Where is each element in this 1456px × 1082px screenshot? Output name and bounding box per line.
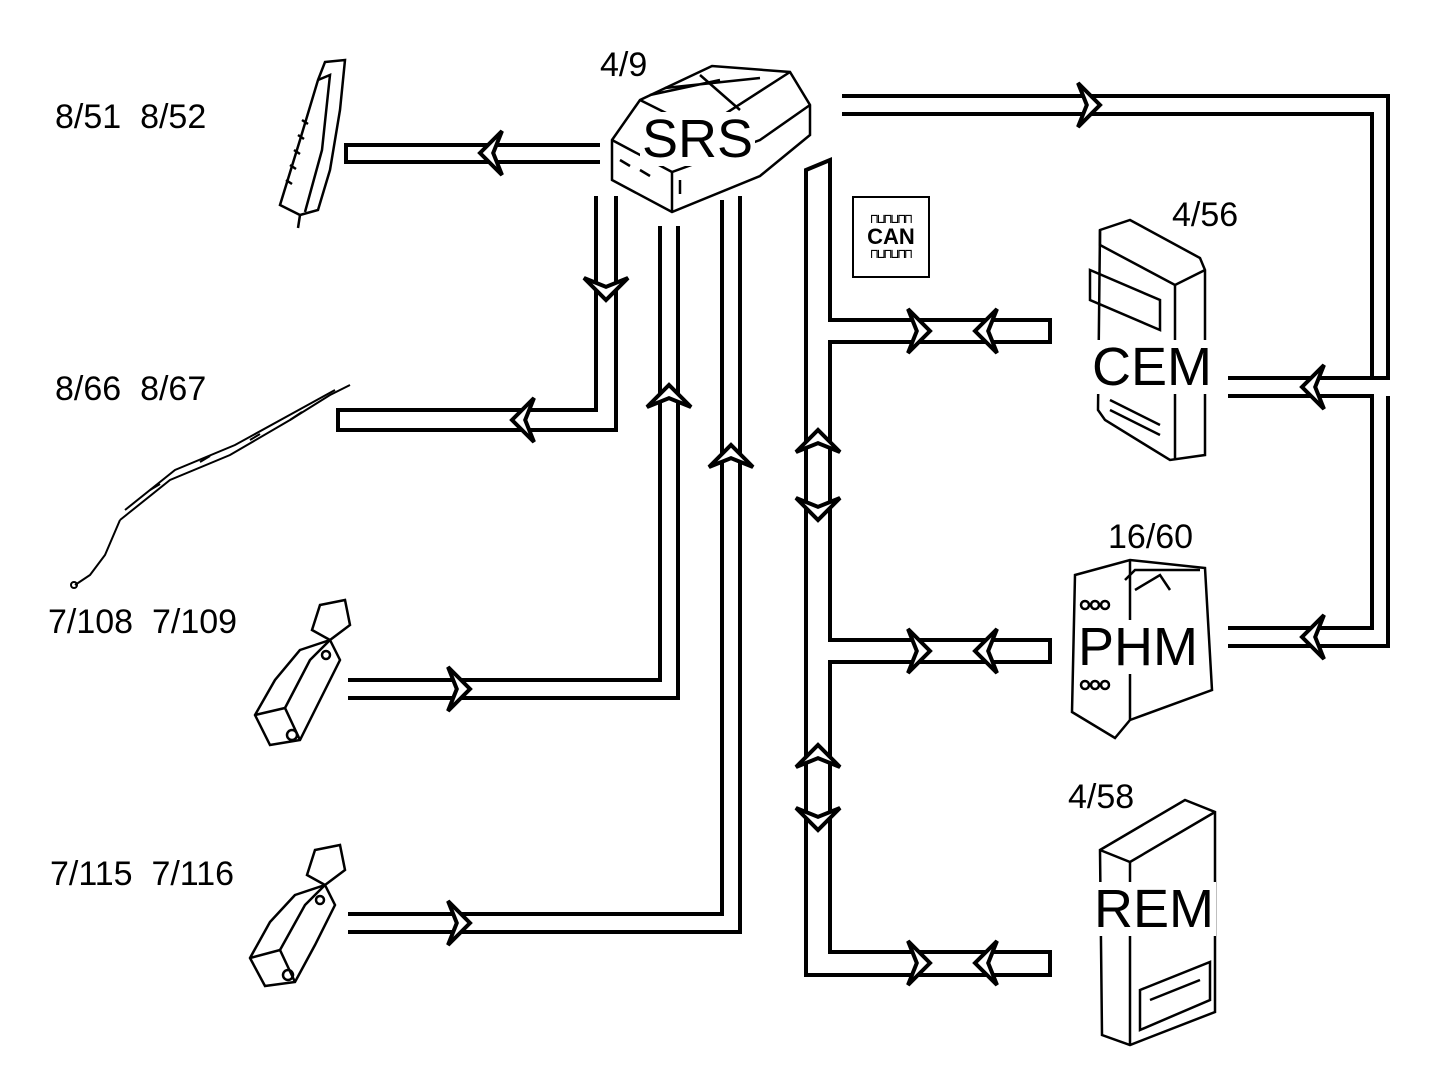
wire-4 [842, 94, 1390, 380]
arrow-to-curtain [509, 396, 536, 444]
arrow-can-down-1 [794, 496, 842, 523]
wire-5 [1228, 394, 1390, 648]
arrow-can-up-1 [794, 427, 842, 454]
arrow-can-phm-1 [906, 627, 933, 675]
seat-airbag-icon [278, 58, 347, 229]
arrow-from-pretensioner-2 [446, 899, 473, 947]
phm-number-label: 16/60 [1108, 518, 1194, 556]
arrow-can-cem-1 [906, 307, 933, 355]
belt-pretensioner-icon [248, 843, 347, 988]
can-wave-bottom: ⊓⊔⊓⊔⊓⊓ [870, 247, 913, 262]
arrow-to-cem [1299, 363, 1326, 411]
srs-name-label: SRS [640, 109, 756, 169]
arrow-can-rem-2 [972, 939, 999, 987]
rem-name-label: REM [1092, 879, 1216, 939]
pretensioner-front-label: 7/108 7/109 [48, 603, 238, 641]
arrow-can-cem-2 [972, 307, 999, 355]
can-wave-top: ⊓⊔⊓⊔⊓⊓ [870, 212, 913, 227]
wire-0 [344, 143, 600, 164]
seat-airbag-label: 8/51 8/52 [55, 98, 207, 136]
arrow-from-pretensioner-1 [446, 665, 473, 713]
wire-6 [804, 157, 1052, 977]
can-text: CAN [867, 224, 915, 249]
wire-3 [348, 196, 742, 934]
wire-1 [336, 196, 618, 432]
arrow-srs-down [582, 276, 630, 303]
curtain-airbag-label: 8/66 8/67 [55, 370, 207, 408]
cem-number-label: 4/56 [1172, 196, 1239, 234]
pretensioner-rear-label: 7/115 7/116 [50, 855, 235, 893]
phm-name-label: PHM [1076, 617, 1200, 677]
belt-pretensioner-icon [253, 598, 352, 747]
arrow-can-phm-2 [972, 627, 999, 675]
arrow-can-down-2 [794, 806, 842, 833]
arrow-up-pretensioner-2 [707, 442, 755, 469]
inflatable-curtain-icon [70, 384, 351, 589]
arrow-to-phm [1299, 613, 1326, 661]
can-bus-icon: ⊓⊔⊓⊔⊓⊓ CAN ⊓⊔⊓⊔⊓⊓ [852, 196, 930, 278]
arrow-can-rem-1 [906, 939, 933, 987]
arrow-can-up-2 [794, 742, 842, 769]
arrow-to-seat-airbag [477, 129, 504, 177]
cem-name-label: CEM [1090, 337, 1214, 397]
srs-number-label: 4/9 [600, 46, 648, 84]
arrow-to-right-loop [1076, 81, 1103, 129]
rem-number-label: 4/58 [1068, 778, 1135, 816]
wire-2 [348, 226, 680, 700]
arrow-up-pretensioner-1 [645, 382, 693, 409]
